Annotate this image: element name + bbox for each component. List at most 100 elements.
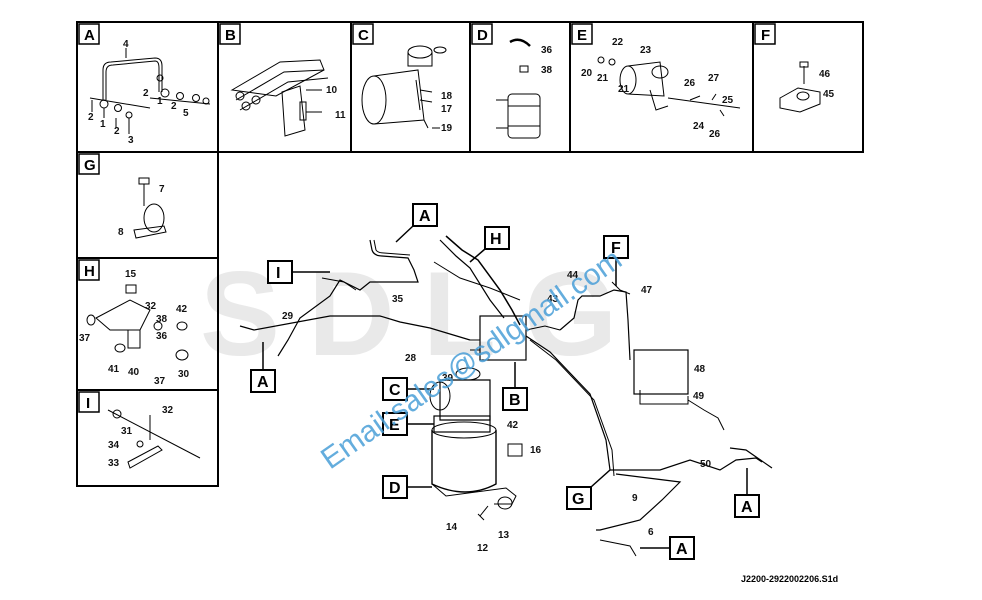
svg-text:2: 2 <box>171 101 177 112</box>
view-marker-c: C <box>382 377 434 401</box>
svg-text:26: 26 <box>709 129 721 140</box>
svg-text:E: E <box>389 417 400 434</box>
svg-text:42: 42 <box>507 420 519 431</box>
svg-text:28: 28 <box>405 353 417 364</box>
svg-text:50: 50 <box>700 459 712 470</box>
svg-text:23: 23 <box>640 45 652 56</box>
svg-text:9: 9 <box>632 493 638 504</box>
svg-text:I: I <box>276 265 280 282</box>
panel-frames <box>76 21 864 487</box>
svg-text:22: 22 <box>612 37 624 48</box>
svg-text:32: 32 <box>162 405 174 416</box>
svg-text:G: G <box>572 491 584 508</box>
view-marker-f: F <box>603 235 629 286</box>
panel-c-callouts: 18 17 19 <box>441 91 453 134</box>
svg-text:C: C <box>389 382 401 399</box>
view-marker-a-top: A <box>395 203 438 243</box>
svg-text:33: 33 <box>108 458 120 469</box>
panel-i-callouts: 32 31 34 33 <box>108 405 174 469</box>
panel-label-e: E <box>571 23 593 45</box>
svg-text:1: 1 <box>157 96 163 107</box>
svg-text:44: 44 <box>567 270 579 281</box>
svg-text:48: 48 <box>694 364 706 375</box>
main-callouts: 35 29 28 44 43 47 48 49 39 42 16 14 12 1… <box>282 270 712 554</box>
svg-text:49: 49 <box>693 391 705 402</box>
view-marker-b: B <box>502 362 528 411</box>
svg-text:37: 37 <box>79 333 91 344</box>
panel-i-drawing <box>107 409 201 469</box>
svg-text:45: 45 <box>823 89 835 100</box>
svg-text:A: A <box>676 541 688 558</box>
svg-text:38: 38 <box>156 314 168 325</box>
svg-text:H: H <box>490 231 502 248</box>
svg-text:21: 21 <box>597 73 609 84</box>
panel-label-g: G <box>78 153 100 175</box>
panel-b-drawing <box>230 59 329 137</box>
svg-text:10: 10 <box>326 85 338 96</box>
svg-text:32: 32 <box>145 301 157 312</box>
svg-text:21: 21 <box>618 84 630 95</box>
svg-text:7: 7 <box>159 184 165 195</box>
svg-text:24: 24 <box>693 121 705 132</box>
panel-g-callouts: 7 8 <box>118 184 165 238</box>
svg-text:15: 15 <box>125 269 137 280</box>
svg-text:39: 39 <box>442 373 454 384</box>
svg-text:17: 17 <box>441 104 453 115</box>
svg-text:16: 16 <box>530 445 542 456</box>
svg-text:35: 35 <box>392 294 404 305</box>
view-marker-d: D <box>382 475 432 499</box>
main-assembly-drawing <box>239 235 773 557</box>
svg-text:36: 36 <box>541 45 553 56</box>
svg-text:40: 40 <box>128 367 140 378</box>
svg-text:36: 36 <box>156 331 168 342</box>
panel-d-callouts: 36 38 <box>541 45 553 76</box>
svg-text:8: 8 <box>118 227 124 238</box>
svg-text:6: 6 <box>648 527 654 538</box>
svg-text:F: F <box>611 240 621 257</box>
svg-text:B: B <box>509 392 521 409</box>
svg-text:H: H <box>84 263 95 280</box>
svg-text:B: B <box>225 27 236 44</box>
svg-text:G: G <box>84 157 96 174</box>
view-markers: A I H F C E B D G A A A <box>250 203 760 560</box>
svg-text:4: 4 <box>123 39 129 50</box>
svg-text:20: 20 <box>581 68 593 79</box>
svg-text:37: 37 <box>154 376 166 387</box>
svg-text:11: 11 <box>335 110 346 121</box>
svg-text:46: 46 <box>819 69 831 80</box>
svg-text:13: 13 <box>498 530 510 541</box>
panel-b-callouts: 10 11 <box>326 85 346 121</box>
view-marker-a-bottom: A <box>640 536 695 560</box>
svg-text:47: 47 <box>641 285 653 296</box>
svg-text:26: 26 <box>684 78 696 89</box>
svg-text:14: 14 <box>446 522 458 533</box>
svg-text:2: 2 <box>88 112 94 123</box>
svg-text:42: 42 <box>176 304 188 315</box>
panel-e-drawing <box>597 56 741 117</box>
view-marker-g: G <box>566 469 611 510</box>
panel-label-i: I <box>78 391 100 413</box>
svg-text:31: 31 <box>121 426 133 437</box>
panel-a-callouts: 4 2 1 2 5 2 1 2 3 <box>88 39 189 146</box>
panel-f-callouts: 46 45 <box>819 69 835 100</box>
panel-label-c: C <box>352 23 374 45</box>
view-marker-e: E <box>382 412 434 436</box>
svg-text:D: D <box>477 27 488 44</box>
view-marker-h: H <box>469 226 510 263</box>
svg-text:29: 29 <box>282 311 294 322</box>
svg-text:38: 38 <box>541 65 553 76</box>
svg-text:I: I <box>86 395 90 412</box>
svg-text:34: 34 <box>108 440 120 451</box>
panel-f-drawing <box>779 61 821 113</box>
panel-label-h: H <box>78 259 100 281</box>
panel-d-drawing <box>496 38 541 139</box>
svg-text:2: 2 <box>143 88 149 99</box>
view-marker-a-left: A <box>250 342 276 393</box>
svg-text:A: A <box>84 27 95 44</box>
svg-text:A: A <box>741 499 753 516</box>
svg-text:1: 1 <box>100 119 106 130</box>
svg-text:F: F <box>761 27 770 44</box>
panel-e-callouts: 22 23 20 21 21 26 27 25 24 26 <box>581 37 734 140</box>
svg-text:12: 12 <box>477 543 489 554</box>
